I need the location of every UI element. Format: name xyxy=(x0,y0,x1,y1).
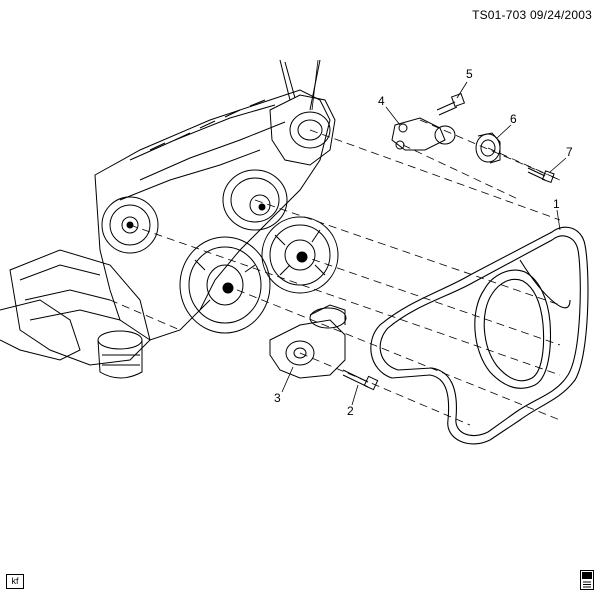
power-steering-pulley xyxy=(261,216,339,294)
idler-pulley-upper-left xyxy=(101,196,159,254)
generator xyxy=(269,94,336,166)
reference-label: TS01-703 09/24/2003 xyxy=(472,8,592,22)
idler-bolt xyxy=(527,167,555,184)
serpentine-drive-belt xyxy=(370,226,589,445)
belt-tensioner xyxy=(269,304,347,379)
author-initials: kf xyxy=(6,574,24,589)
engine-block-outline xyxy=(0,59,331,379)
manual-book-icon xyxy=(580,570,594,590)
idler-bracket xyxy=(391,117,456,151)
callout-6: 6 xyxy=(510,112,517,126)
bracket-bolt xyxy=(436,92,466,116)
callout-3: 3 xyxy=(274,391,281,405)
reference-date: 09/24/2003 xyxy=(529,8,592,22)
callout-7: 7 xyxy=(566,145,573,159)
tensioner-bolt xyxy=(342,369,379,391)
callout-4: 4 xyxy=(378,94,385,108)
callout-5: 5 xyxy=(466,67,473,81)
callout-leaders xyxy=(281,59,567,406)
idler-pulley xyxy=(475,132,501,164)
callout-1: 1 xyxy=(553,197,560,211)
reference-code: TS01-703 xyxy=(472,8,527,22)
callout-2: 2 xyxy=(347,404,354,418)
